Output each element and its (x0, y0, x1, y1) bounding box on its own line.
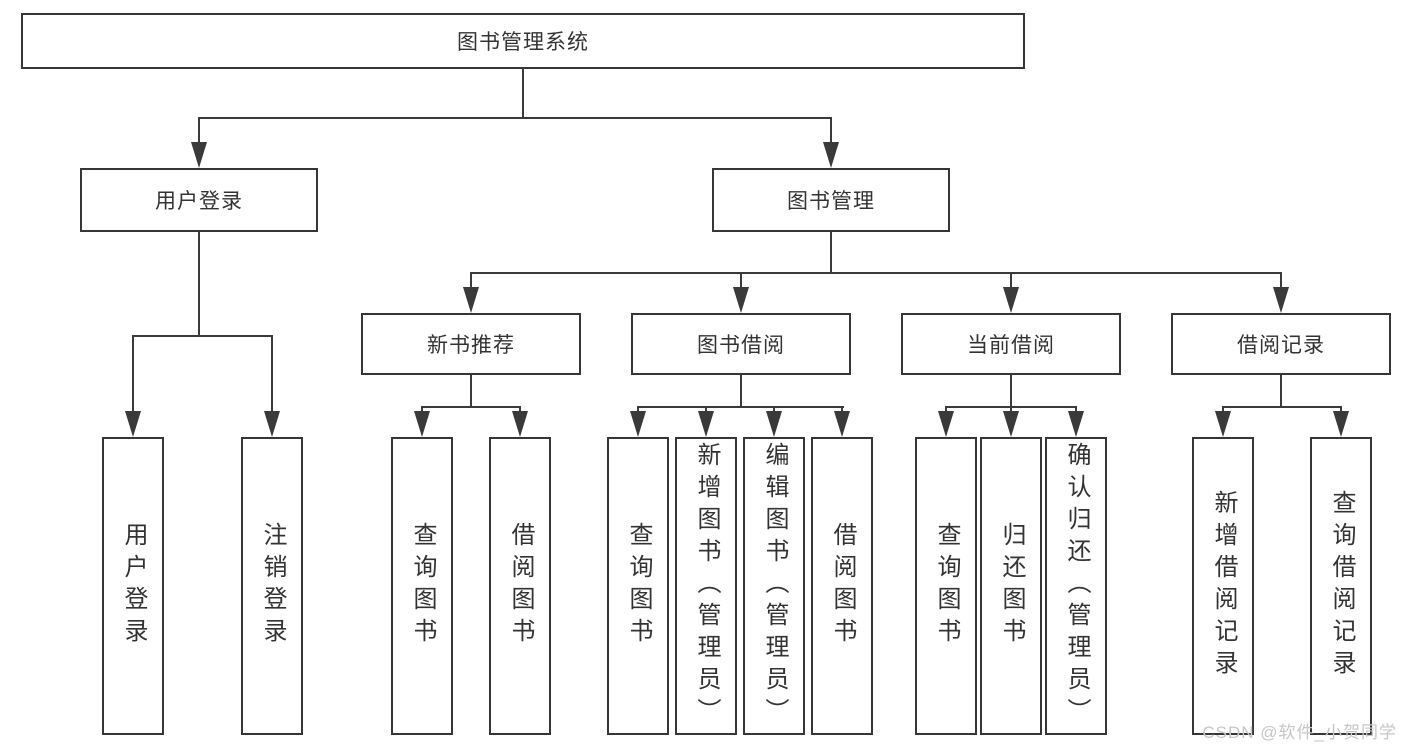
node-new-book-recommend: 新书推荐 (361, 313, 581, 375)
arrow-down-icon (834, 411, 850, 437)
leaf-label: 查询借阅记录 (1328, 490, 1355, 682)
connector-vline (1075, 406, 1077, 414)
arrow-down-icon (1215, 411, 1231, 437)
node-book-management: 图书管理 (712, 168, 950, 232)
leaf-label: 查询图书 (625, 522, 652, 650)
node-label: 图书管理系统 (457, 31, 589, 54)
connector-vline (773, 406, 775, 414)
connector-vline (1010, 272, 1012, 289)
leaf-label: 确认归还（管理员） (1063, 442, 1090, 730)
connector-hline (637, 406, 844, 408)
connector-hline (470, 272, 1282, 274)
leaf-edit-books-admin: 编辑图书（管理员） (743, 437, 805, 735)
connector-hline (198, 117, 832, 119)
node-label: 借阅记录 (1237, 334, 1325, 357)
connector-vline (198, 117, 200, 145)
connector-vline (522, 67, 524, 118)
leaf-label: 新增图书（管理员） (693, 442, 720, 730)
node-user-login: 用户登录 (80, 168, 318, 232)
connector-vline (1280, 375, 1282, 408)
arrow-down-icon (938, 411, 954, 437)
arrow-down-icon (733, 287, 749, 313)
leaf-label: 用户登录 (120, 522, 147, 650)
node-label: 图书管理 (787, 190, 875, 213)
connector-vline (198, 232, 200, 337)
leaf-query-borrow-record: 查询借阅记录 (1310, 437, 1372, 735)
arrow-down-icon (823, 142, 839, 168)
arrow-down-icon (1003, 287, 1019, 313)
connector-vline (132, 335, 134, 413)
arrow-down-icon (766, 411, 782, 437)
leaf-label: 归还图书 (998, 522, 1025, 650)
arrow-down-icon (125, 411, 141, 437)
leaf-label: 查询图书 (933, 522, 960, 650)
arrow-down-icon (1333, 411, 1349, 437)
leaf-label: 借阅图书 (507, 522, 534, 650)
leaf-logout-login: 注销登录 (241, 437, 303, 735)
arrow-down-icon (463, 287, 479, 313)
arrow-down-icon (264, 411, 280, 437)
node-label: 新书推荐 (427, 334, 515, 357)
node-library-management-system: 图书管理系统 (21, 13, 1025, 69)
leaf-label: 注销登录 (259, 522, 286, 650)
connector-vline (421, 406, 423, 414)
arrow-down-icon (1068, 411, 1084, 437)
connector-hline (1222, 406, 1342, 408)
leaf-label: 查询图书 (409, 522, 436, 650)
leaf-add-books-admin: 新增图书（管理员） (675, 437, 737, 735)
arrow-down-icon (1273, 287, 1289, 313)
connector-vline (1010, 406, 1012, 414)
csdn-watermark: CSDN @软件_小贺同学 (1202, 723, 1397, 742)
leaf-label: 编辑图书（管理员） (761, 442, 788, 730)
connector-vline (841, 406, 843, 414)
leaf-confirm-return-admin: 确认归还（管理员） (1045, 437, 1107, 735)
node-book-borrowing: 图书借阅 (631, 313, 851, 375)
arrow-down-icon (698, 411, 714, 437)
node-label: 图书借阅 (697, 334, 785, 357)
connector-vline (705, 406, 707, 414)
connector-vline (1280, 272, 1282, 289)
connector-vline (637, 406, 639, 414)
leaf-add-borrow-record: 新增借阅记录 (1192, 437, 1254, 735)
leaf-query-books-recommend: 查询图书 (391, 437, 453, 735)
connector-vline (740, 272, 742, 289)
leaf-user-login: 用户登录 (102, 437, 164, 735)
node-label: 当前借阅 (967, 334, 1055, 357)
connector-hline (421, 406, 521, 408)
leaf-query-books-borrowing: 查询图书 (607, 437, 669, 735)
node-label: 用户登录 (155, 190, 243, 213)
node-borrowing-records: 借阅记录 (1171, 313, 1391, 375)
connector-vline (830, 232, 832, 274)
connector-hline (132, 335, 273, 337)
arrow-down-icon (414, 411, 430, 437)
connector-vline (470, 272, 472, 289)
connector-vline (1010, 375, 1012, 408)
connector-vline (519, 406, 521, 414)
connector-vline (470, 375, 472, 408)
connector-vline (1340, 406, 1342, 414)
leaf-borrow-books-borrowing: 借阅图书 (811, 437, 873, 735)
node-current-borrowing: 当前借阅 (901, 313, 1121, 375)
connector-vline (945, 406, 947, 414)
arrow-down-icon (1003, 411, 1019, 437)
arrow-down-icon (630, 411, 646, 437)
leaf-query-books-current: 查询图书 (915, 437, 977, 735)
arrow-down-icon (191, 142, 207, 168)
connector-vline (830, 117, 832, 145)
leaf-label: 新增借阅记录 (1210, 490, 1237, 682)
connector-vline (1222, 406, 1224, 414)
arrow-down-icon (512, 411, 528, 437)
leaf-borrow-books-recommend: 借阅图书 (489, 437, 551, 735)
leaf-label: 借阅图书 (829, 522, 856, 650)
connector-vline (740, 375, 742, 408)
leaf-return-books: 归还图书 (980, 437, 1042, 735)
connector-vline (271, 335, 273, 413)
